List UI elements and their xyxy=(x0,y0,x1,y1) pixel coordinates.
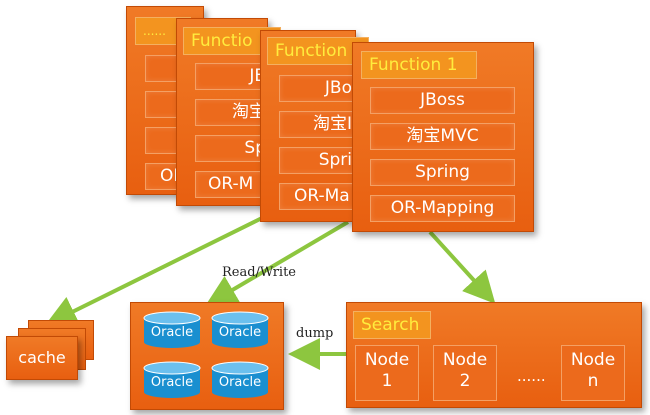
panel-row: 淘宝I xyxy=(279,111,357,138)
arrow-to-search xyxy=(428,230,496,304)
panel-row: JBo xyxy=(279,75,357,102)
dump-label: dump xyxy=(296,326,334,341)
function-panel-back-1: Function JBo 淘宝I Spri OR-Ma xyxy=(260,30,371,222)
node-title: Node xyxy=(364,350,410,370)
panel-header: Function 1 xyxy=(361,51,477,79)
oracle-label: Oracle xyxy=(218,325,262,340)
cache-box: cache xyxy=(6,336,78,380)
panel-row-or-mapping: OR-Mapping xyxy=(370,195,515,222)
oracle-db: Oracle xyxy=(143,361,201,399)
function-panel-1: Function 1 JBoss 淘宝MVC Spring OR-Mapping xyxy=(352,42,534,232)
node-number: 1 xyxy=(381,371,393,391)
arrow-to-cache xyxy=(44,216,263,326)
database-icon xyxy=(143,361,201,398)
oracle-db: Oracle xyxy=(211,311,269,349)
panel-row: Spri xyxy=(279,147,357,174)
oracle-label: Oracle xyxy=(218,375,262,390)
search-node-2: Node 2 xyxy=(433,345,497,401)
search-node-1: Node 1 xyxy=(355,345,419,401)
node-title: Node xyxy=(442,350,488,370)
nodes-ellipsis: ...... xyxy=(517,367,546,385)
oracle-cluster: Oracle Oracle Oracle Oracle xyxy=(130,302,284,410)
cache-label: cache xyxy=(18,348,66,367)
database-icon xyxy=(143,311,201,348)
panel-row-jboss: JBoss xyxy=(370,87,515,114)
read-write-label: Read/Write xyxy=(222,265,297,280)
oracle-label: Oracle xyxy=(150,375,194,390)
search-node-n: Node n xyxy=(561,345,625,401)
oracle-db: Oracle xyxy=(143,311,201,349)
database-icon xyxy=(211,311,269,348)
function-panel-back-2: Functio JB 淘宝 Sp OR-M xyxy=(176,18,285,206)
search-header: Search xyxy=(353,311,431,339)
node-title: Node xyxy=(570,350,616,370)
oracle-db: Oracle xyxy=(211,361,269,399)
node-number: 2 xyxy=(459,371,471,391)
node-number: n xyxy=(587,371,599,391)
panel-row-mvc: 淘宝MVC xyxy=(370,123,515,150)
panel-row-spring: Spring xyxy=(370,159,515,186)
database-icon xyxy=(211,361,269,398)
search-cluster: Search Node 1 Node 2 ...... Node n xyxy=(346,302,642,408)
oracle-label: Oracle xyxy=(150,325,194,340)
arrow-to-oracle xyxy=(205,220,350,307)
